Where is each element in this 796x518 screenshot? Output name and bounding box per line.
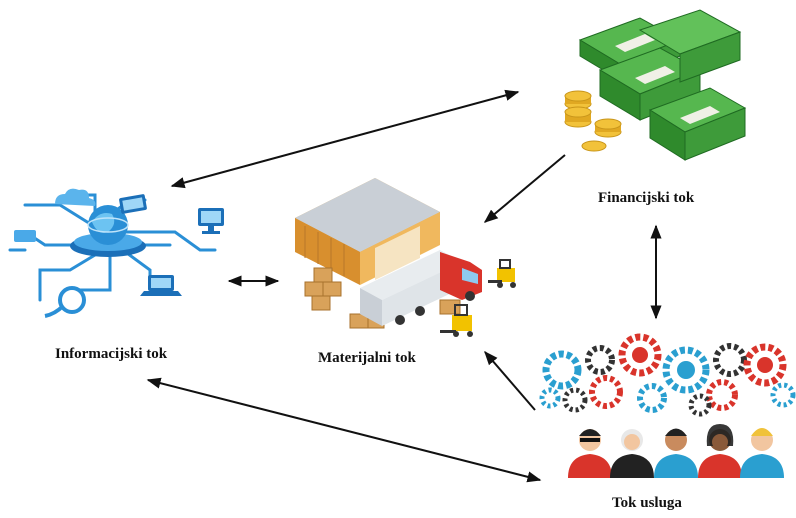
people-icons — [568, 424, 784, 478]
gear-icons — [539, 333, 796, 417]
warehouse-truck-icon — [295, 178, 516, 337]
label-services-flow: Tok usluga — [612, 495, 682, 511]
network-devices-icon — [8, 188, 224, 318]
arrow-services-information — [146, 377, 542, 483]
arrow-services-to-material — [484, 350, 536, 411]
money-stack-icon — [564, 9, 747, 161]
label-material-flow: Materijalni tok — [318, 350, 416, 366]
label-financial-flow: Financijski tok — [598, 190, 695, 206]
arrow-financial-information — [170, 89, 520, 189]
people-gears-icon — [539, 333, 796, 478]
arrow-financial-to-material — [483, 154, 566, 223]
label-information-flow: Informacijski tok — [55, 346, 168, 362]
flow-arrows — [146, 89, 662, 483]
